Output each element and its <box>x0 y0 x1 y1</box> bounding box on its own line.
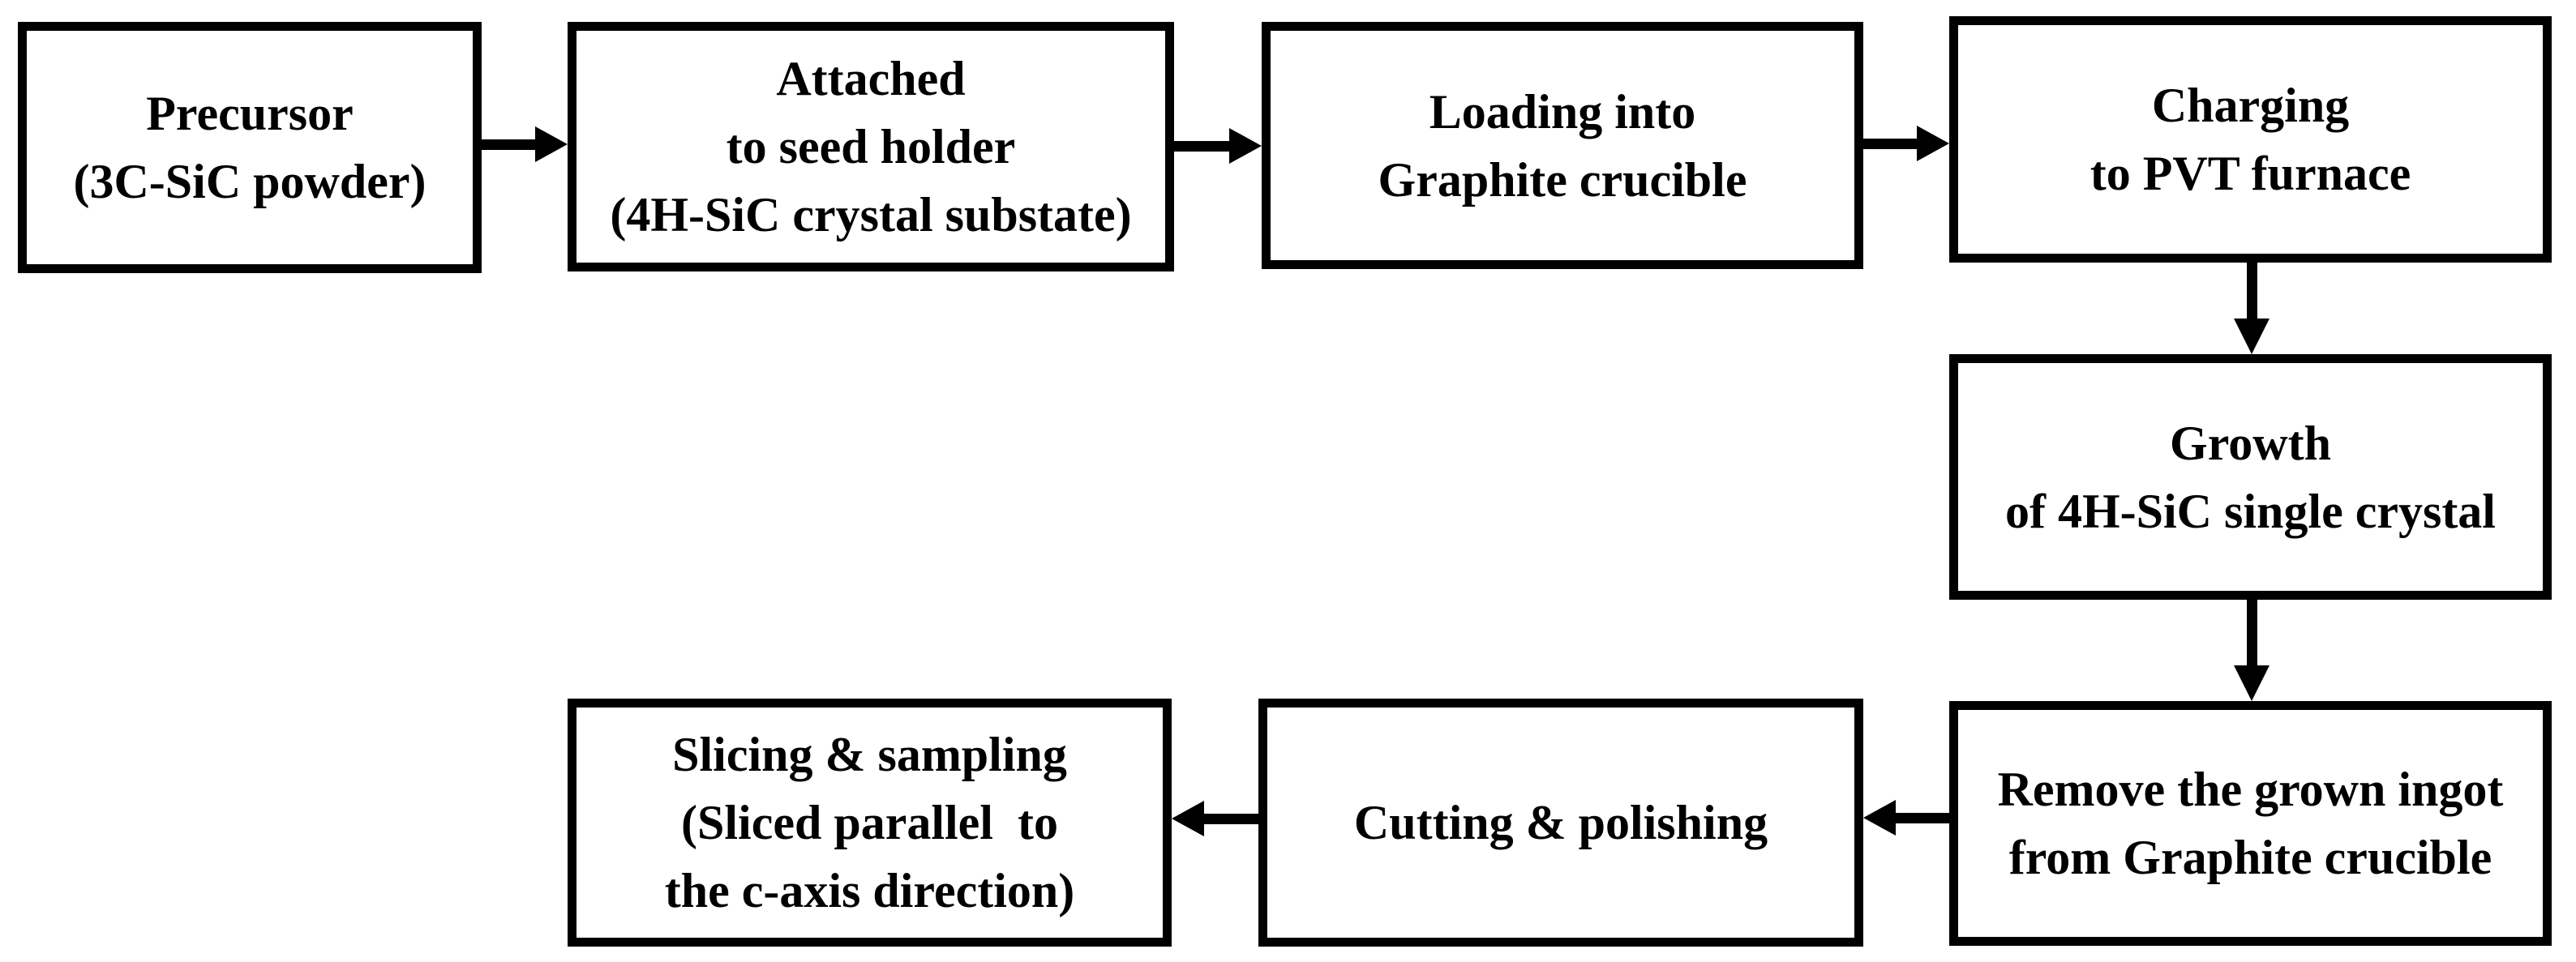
node-loading-line-2: Graphite crucible <box>1378 152 1747 207</box>
node-remove-line-2: from Graphite crucible <box>2008 831 2492 884</box>
node-slicing-line-2: (Sliced parallel to <box>681 796 1058 849</box>
arrow-charging-to-growth-icon <box>2234 263 2270 354</box>
arrow-remove-to-cutting-icon <box>1863 800 1949 836</box>
node-remove-grown-ingot: Remove the grown ingot from Graphite cru… <box>1949 701 2552 946</box>
node-remove-line-1: Remove the grown ingot <box>1997 763 2504 816</box>
node-cutting-polishing: Cutting & polishing <box>1258 699 1863 947</box>
node-slicing-line-3: the c-axis direction) <box>664 864 1075 917</box>
arrow-loading-to-charging-icon <box>1863 126 1949 161</box>
node-loading-into-graphite-crucible: Loading into Graphite crucible <box>1262 22 1863 269</box>
node-growth-line-1: Growth <box>2170 416 2331 470</box>
node-loading-line-1: Loading into <box>1429 84 1696 139</box>
node-slicing-sampling: Slicing & sampling (Sliced parallel to t… <box>568 699 1172 947</box>
arrow-attached-to-loading-icon <box>1174 128 1262 164</box>
arrow-cutting-to-slicing-icon <box>1172 801 1258 836</box>
node-cutting-line-1: Cutting & polishing <box>1353 796 1768 849</box>
node-attached-line-3: (4H-SiC crystal substate) <box>610 188 1132 242</box>
arrow-growth-to-remove-icon <box>2234 600 2270 701</box>
node-charging-line-1: Charging <box>2151 79 2350 132</box>
node-growth-line-2: of 4H-SiC single crystal <box>2005 484 2496 538</box>
node-attached-line-1: Attached <box>776 52 966 105</box>
node-precursor-line-1: Precursor <box>146 87 354 140</box>
node-attached-line-2: to seed holder <box>726 120 1016 173</box>
node-charging-line-2: to PVT furnace <box>2090 147 2411 200</box>
node-precursor: Precursor (3C-SiC powder) <box>18 22 482 273</box>
arrow-precursor-to-attached-icon <box>480 126 568 162</box>
node-precursor-line-2: (3C-SiC powder) <box>73 155 426 208</box>
node-attached-to-seed-holder: Attached to seed holder (4H-SiC crystal … <box>568 22 1174 271</box>
node-slicing-line-1: Slicing & sampling <box>672 728 1067 781</box>
node-charging-to-pvt-furnace: Charging to PVT furnace <box>1949 16 2552 263</box>
node-growth-of-4h-sic-single-crystal: Growth of 4H-SiC single crystal <box>1949 354 2552 600</box>
